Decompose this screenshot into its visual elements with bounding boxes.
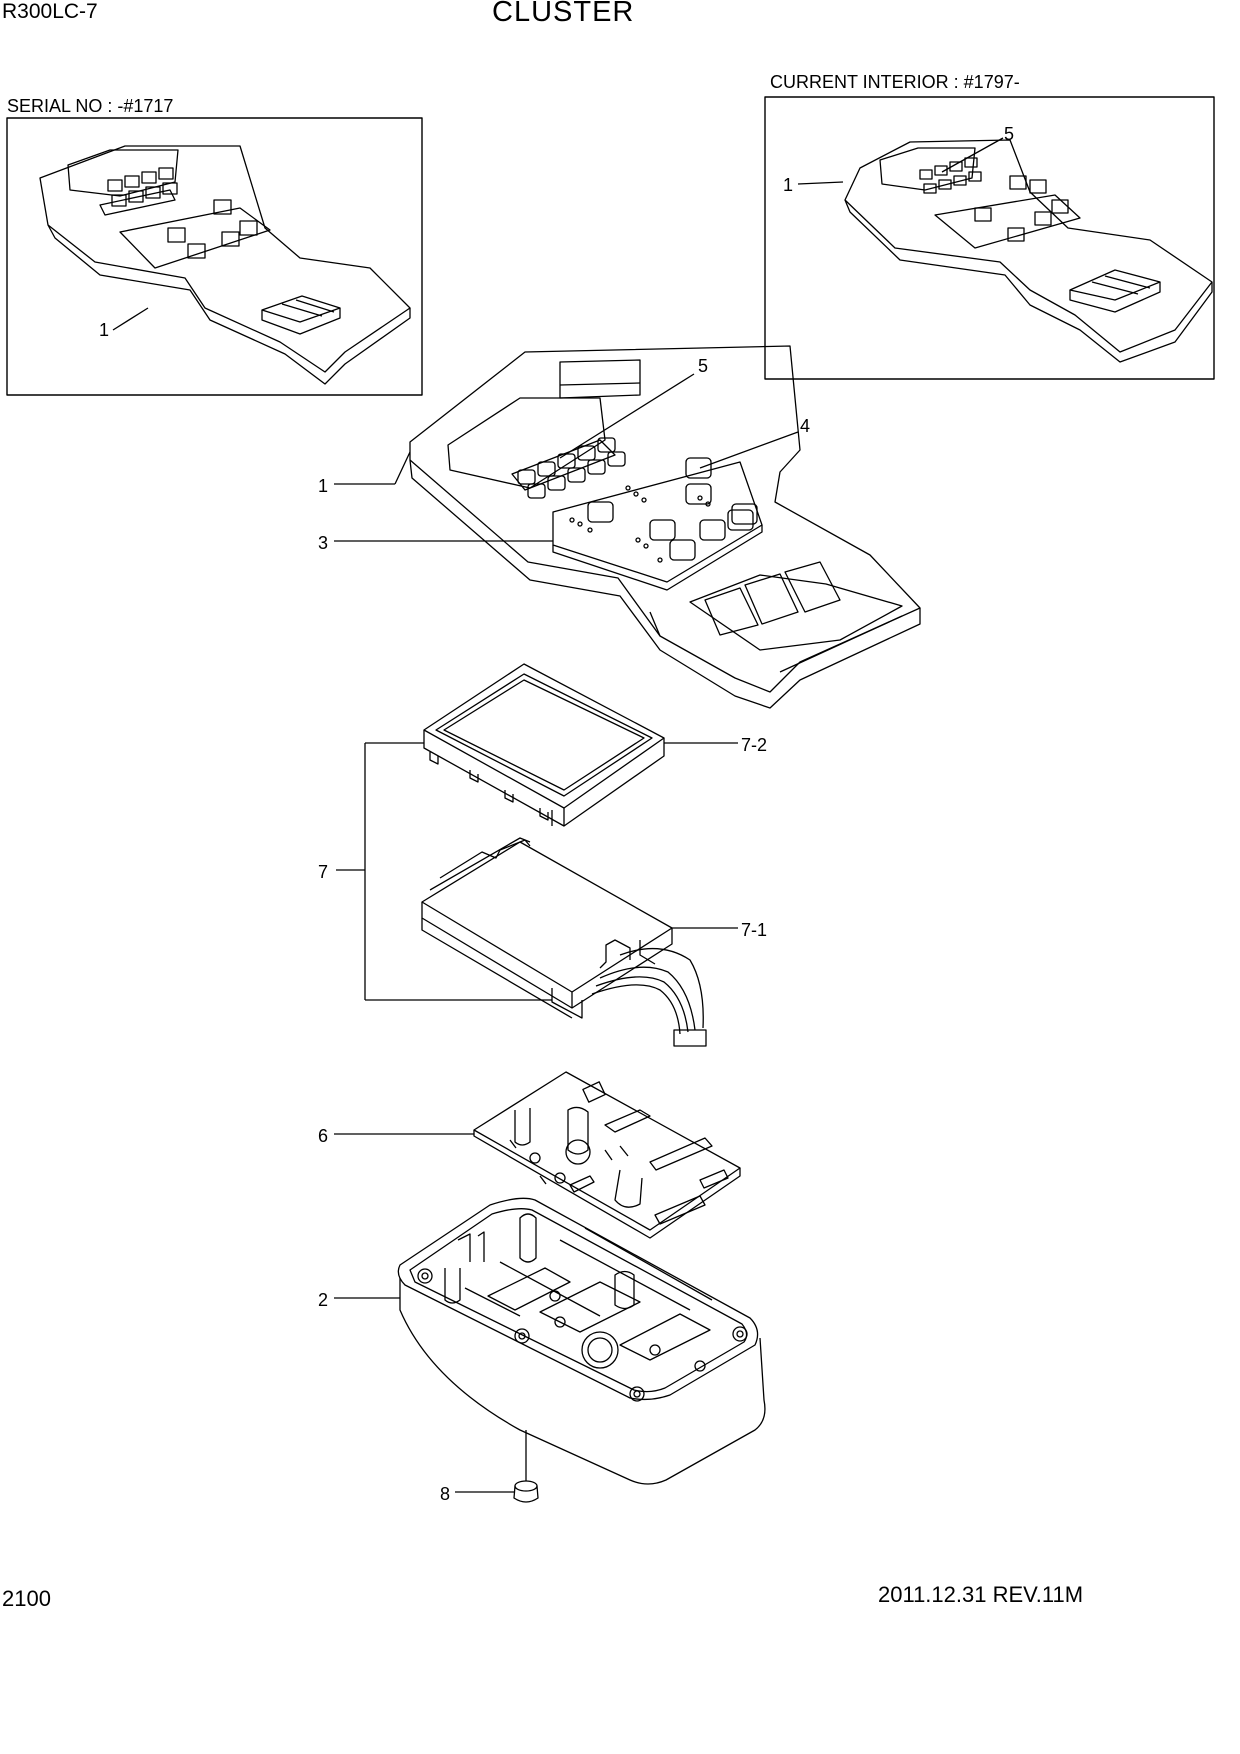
callout-6-label: 6 (318, 1126, 328, 1146)
serial-inset-frame (6, 117, 423, 396)
cluster-cover (409, 345, 921, 709)
page-number: 2100 (2, 1586, 51, 1611)
callout-7-label: 7 (318, 862, 328, 882)
serial-inset: 1 (6, 117, 423, 396)
serial-inset-label: SERIAL NO : -#1717 (7, 96, 174, 116)
base-case (397, 1197, 766, 1485)
callout-5-label: 5 (698, 356, 708, 376)
current-inset-callout-1: 1 (783, 175, 793, 195)
rubber-foot (513, 1480, 539, 1503)
serial-inset-callout-1: 1 (99, 320, 109, 340)
callout-7-1-label: 7-1 (741, 920, 767, 940)
current-inset-frame (764, 96, 1215, 380)
callout-3-label: 3 (318, 533, 328, 553)
current-inset-label: CURRENT INTERIOR : #1797- (770, 72, 1020, 92)
revision-date: 2011.12.31 REV.11M (878, 1582, 1084, 1607)
model-number: R300LC-7 (2, 0, 98, 23)
current-inset-callout-5: 5 (1004, 124, 1014, 144)
page-title: CLUSTER (492, 0, 635, 28)
circuit-board (473, 1071, 741, 1239)
callout-4-label: 4 (800, 416, 810, 436)
lcd-frame (423, 663, 665, 827)
callout-1-label: 1 (318, 476, 328, 496)
callout-7-2-label: 7-2 (741, 735, 767, 755)
switch-panel (552, 461, 763, 591)
lcd-module (421, 837, 707, 1047)
current-inset-cluster-illustration (844, 139, 1213, 363)
serial-inset-cluster-illustration (39, 145, 411, 385)
lcd-assembly-bracket (336, 742, 552, 1001)
callout-2-label: 2 (318, 1290, 328, 1310)
current-inset: 1 5 (764, 96, 1215, 380)
callout-8-label: 8 (440, 1484, 450, 1504)
